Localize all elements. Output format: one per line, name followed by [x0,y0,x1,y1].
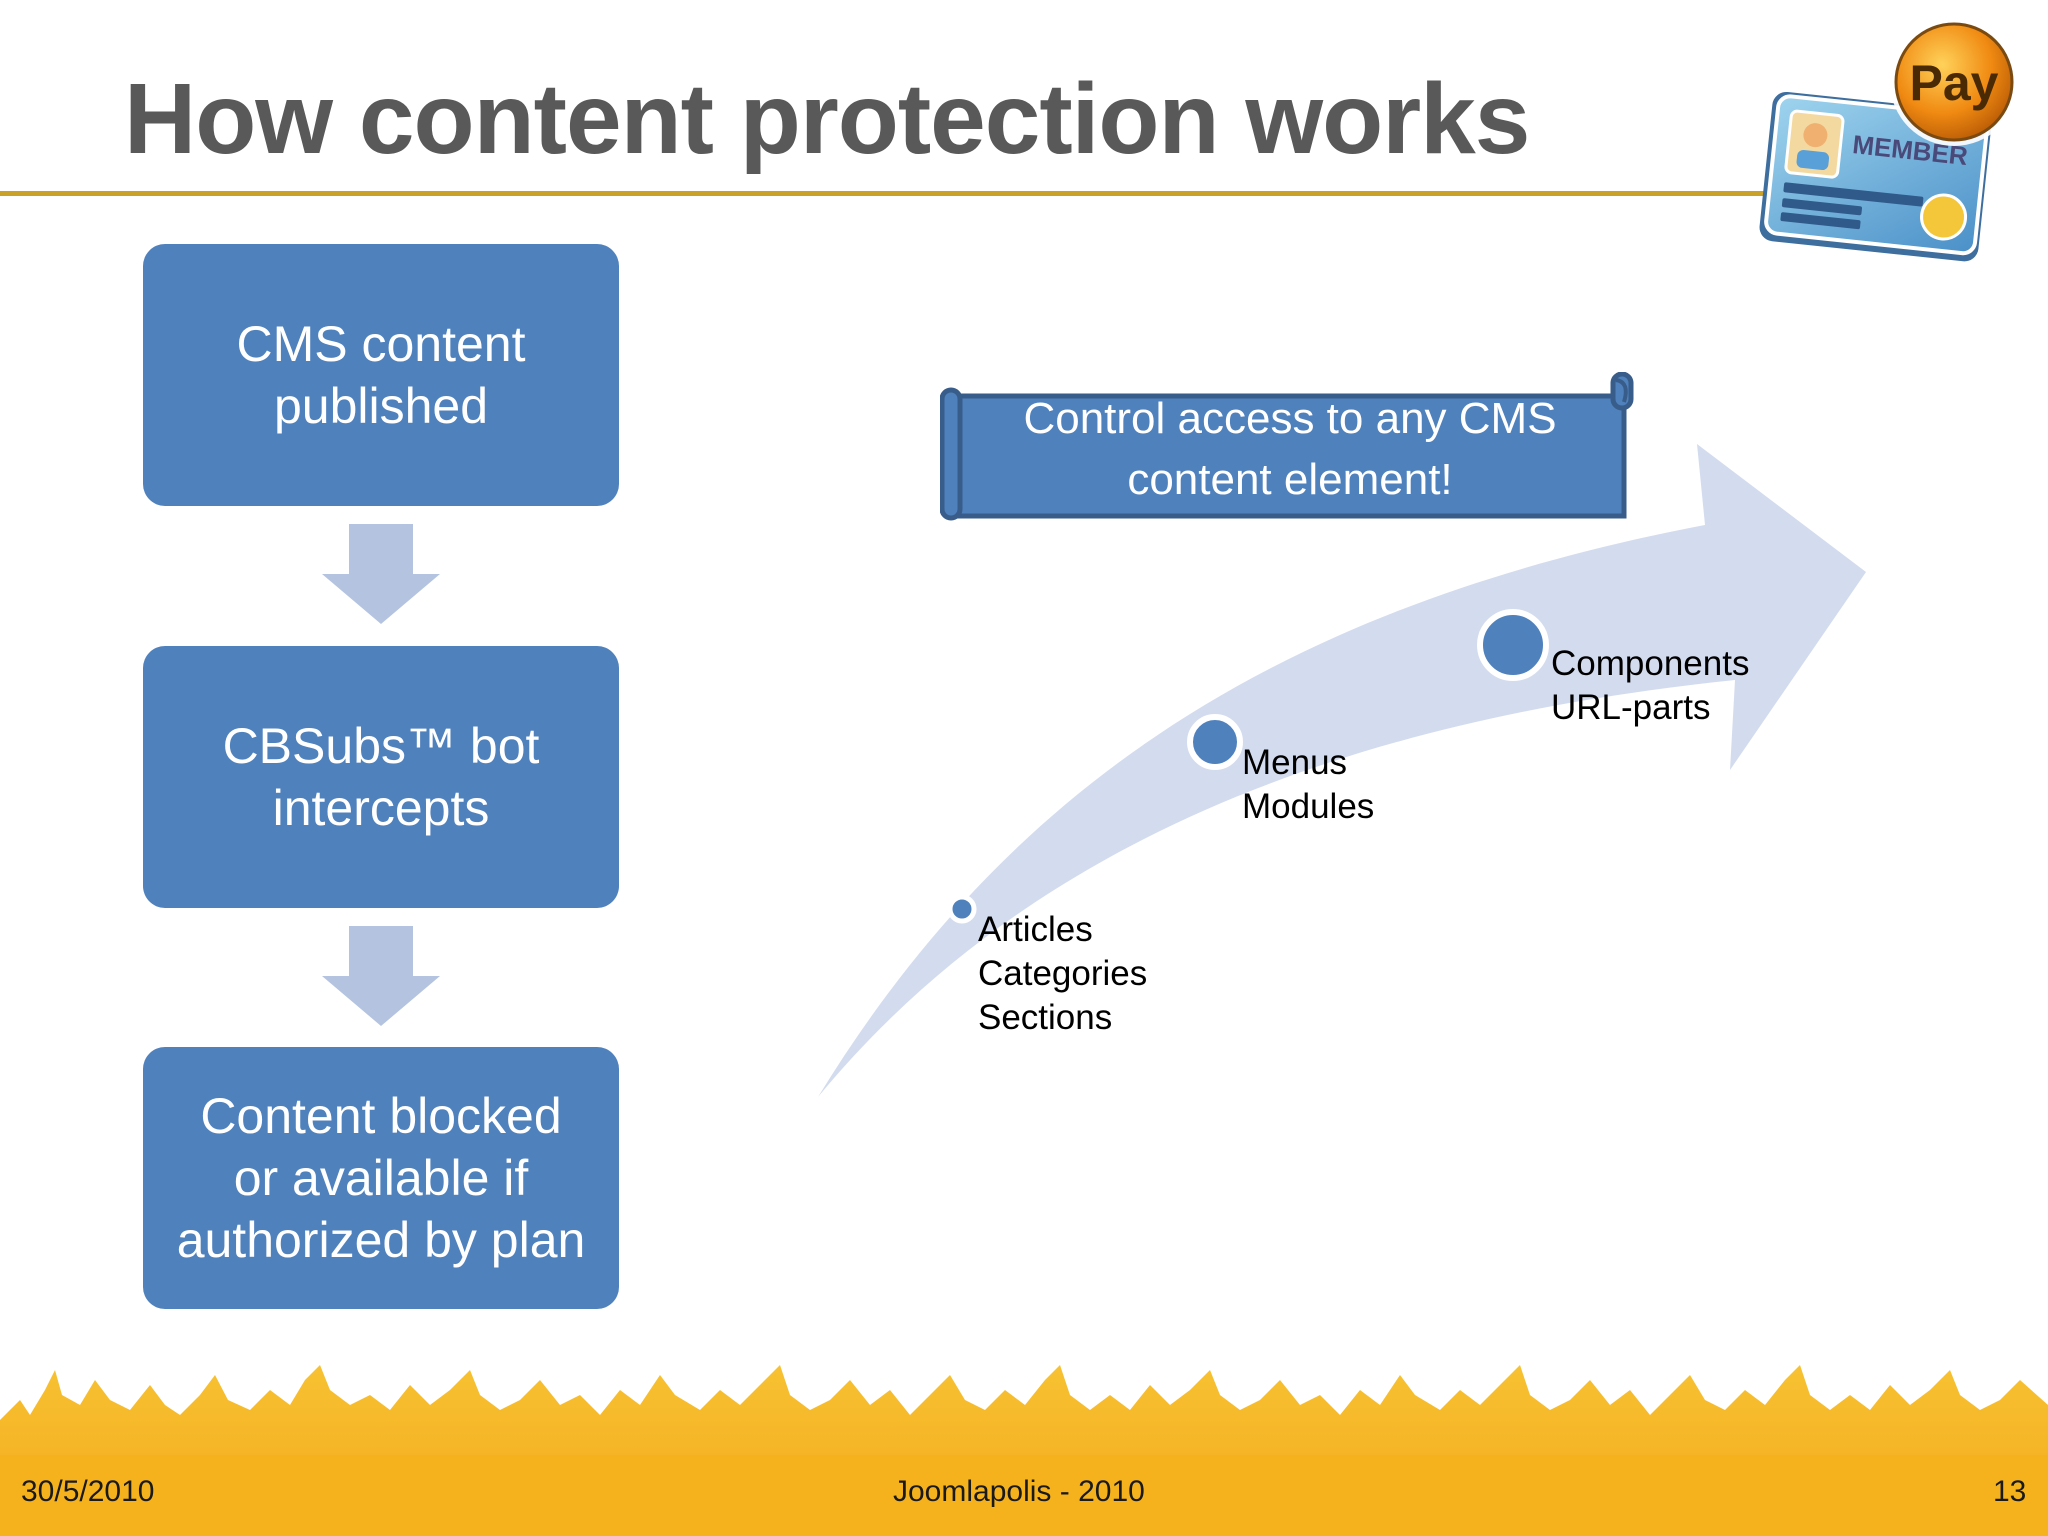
footer-center-text: Joomlapolis - 2010 [893,1475,1145,1508]
down-arrow-icon [322,524,440,624]
down-arrow-icon [322,926,440,1026]
flow-step-cms-content-published: CMS content published [143,244,619,506]
scroll-banner-text: Control access to any CMS content elemen… [1023,394,1557,504]
footer-date: 30/5/2010 [21,1475,155,1508]
stage-marker-large [1477,609,1549,681]
flow-step-bot-intercepts: CBSubs™ bot intercepts [143,646,619,908]
stage-item: Sections [978,998,1113,1037]
stage-item: Articles [978,910,1093,949]
badge-pay-text: Pay [1910,55,1999,111]
stage-item: URL-parts [1551,688,1711,727]
flow-step-label: CMS content published [236,316,526,434]
flow-step-content-blocked: Content blocked or available if authoriz… [143,1047,619,1309]
scroll-banner-shape [940,372,1634,521]
footer-page-number: 13 [1993,1475,2027,1508]
title-divider [0,191,1770,196]
pay-member-badge-logo: MEMBER Pay [1759,18,2018,262]
slide-title: How content protection works [124,63,1530,175]
flow-step-label: Content blocked or available if authoriz… [176,1088,586,1268]
stage-item: Modules [1242,787,1375,826]
stage-marker-small [947,894,977,924]
footer-crowd-banner [0,1365,2048,1536]
stage-label-articles: Articles Categories Sections [978,908,1147,1040]
stage-label-components: Components URL-parts [1551,642,1749,730]
flow-step-label: CBSubs™ bot intercepts [222,718,540,836]
stage-label-menus: Menus Modules [1242,741,1374,829]
stage-item: Menus [1242,743,1348,782]
stage-item: Categories [978,954,1148,993]
stage-marker-medium [1187,714,1243,770]
stage-item: Components [1551,644,1750,683]
